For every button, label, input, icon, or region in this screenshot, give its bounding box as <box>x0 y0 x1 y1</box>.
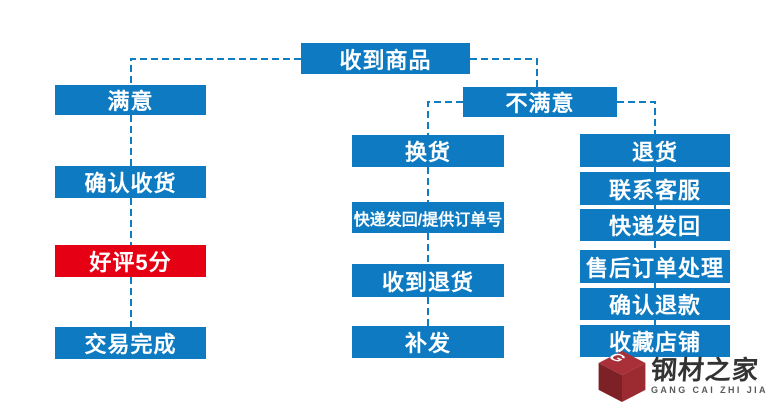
node-ship-back: 快递发回 <box>580 209 730 241</box>
node-favorite-shop: 收藏店铺 <box>580 325 730 357</box>
node-unsatisfied: 不满意 <box>463 87 617 117</box>
connector-unsatisfied-to-exchange <box>427 101 463 135</box>
connector-group <box>130 58 656 327</box>
node-ship-back-provide-order-number: 快递发回/提供订单号 <box>352 202 504 233</box>
logo-name-cn: 钢材之家 <box>649 355 761 385</box>
connector-start-to-unsatisfied <box>470 58 538 87</box>
connector-start-to-satisfied <box>130 58 301 85</box>
node-aftersale-order-processing: 售后订单处理 <box>580 250 730 283</box>
node-contact-customer-service: 联系客服 <box>580 172 730 205</box>
node-confirm-receipt: 确认收货 <box>55 166 206 198</box>
node-five-star-review: 好评5分 <box>55 245 206 277</box>
logo-cube-icon: G <box>598 350 646 402</box>
logo-name-en: GANG CAI ZHI JIA <box>651 385 768 395</box>
node-received-goods: 收到商品 <box>301 43 470 74</box>
connector-unsatisfied-to-return <box>617 101 656 134</box>
node-exchange: 换货 <box>352 135 504 167</box>
logo-text-block: 钢材之家 GANG CAI ZHI JIA <box>649 355 768 395</box>
node-return-received: 收到退货 <box>352 264 504 297</box>
node-return-goods: 退货 <box>580 134 730 167</box>
brand-logo: G 钢材之家 GANG CAI ZHI JIA <box>596 349 768 403</box>
node-confirm-refund: 确认退款 <box>580 288 730 320</box>
node-reship: 补发 <box>352 326 504 358</box>
node-satisfied: 满意 <box>55 85 206 115</box>
node-transaction-complete: 交易完成 <box>55 327 206 359</box>
